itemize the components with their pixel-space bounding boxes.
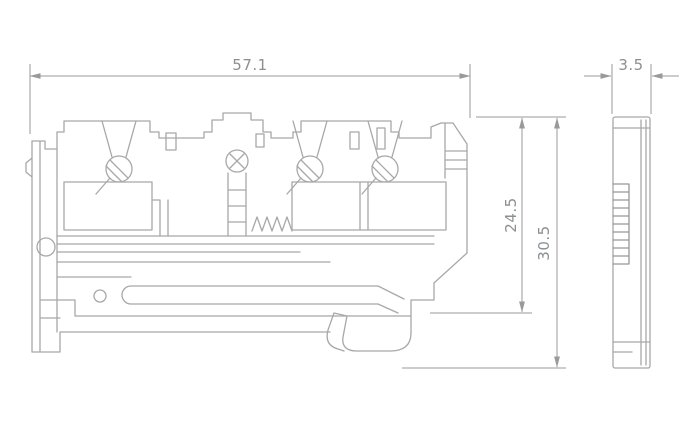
center-fixing — [225, 149, 249, 237]
dimension-width: 57.1 — [29, 56, 471, 134]
center-screw-cross — [227, 153, 247, 237]
terminal-cavities — [63, 181, 447, 237]
clamp-circle-3 — [371, 155, 399, 183]
release-lever-slot — [121, 285, 405, 314]
thickness-dimension-label: 3.5 — [618, 56, 643, 74]
right-end-detail — [444, 122, 468, 179]
bottom-edges — [39, 299, 412, 333]
dimension-height-upper: 24.5 — [430, 117, 532, 314]
thickness-extension-lines — [611, 64, 652, 114]
din-rail-foot — [326, 312, 412, 352]
dimension-height-overall: 30.5 — [402, 116, 566, 369]
center-screw-circle — [225, 149, 249, 173]
dimension-thickness: 3.5 — [584, 56, 679, 114]
test-openings — [165, 127, 386, 151]
edge-contact-ladder — [612, 183, 630, 265]
edge-details — [612, 119, 651, 366]
main-side-view — [25, 112, 468, 353]
edge-outline — [612, 116, 651, 369]
width-extension-lines — [29, 64, 471, 134]
height-upper-dimension-label: 24.5 — [502, 197, 520, 232]
pin-hole — [93, 289, 107, 303]
contact-spring-zigzag — [251, 216, 293, 232]
clamp-circle-1 — [105, 155, 133, 183]
spring-clamp-3 — [361, 155, 399, 195]
clamp-lever-1 — [95, 159, 129, 195]
edge-view — [612, 116, 651, 369]
clamp-lever-3 — [361, 159, 395, 195]
deck-lines — [56, 235, 435, 278]
spring-clamp-2 — [286, 155, 324, 195]
height-overall-dimension-label: 30.5 — [535, 225, 553, 260]
width-dimension-label: 57.1 — [232, 56, 267, 74]
height-overall-extension-lines — [402, 116, 566, 369]
clamp-circle-2 — [296, 155, 324, 183]
spring-clamp-1 — [95, 155, 133, 195]
dimensions: 57.1 3.5 24.5 30.5 — [29, 56, 679, 369]
body-outline — [56, 112, 468, 334]
mounting-hole — [36, 237, 56, 257]
wire-entry-funnels — [101, 120, 403, 158]
clamp-lever-2 — [286, 159, 320, 195]
left-wall — [25, 140, 61, 353]
